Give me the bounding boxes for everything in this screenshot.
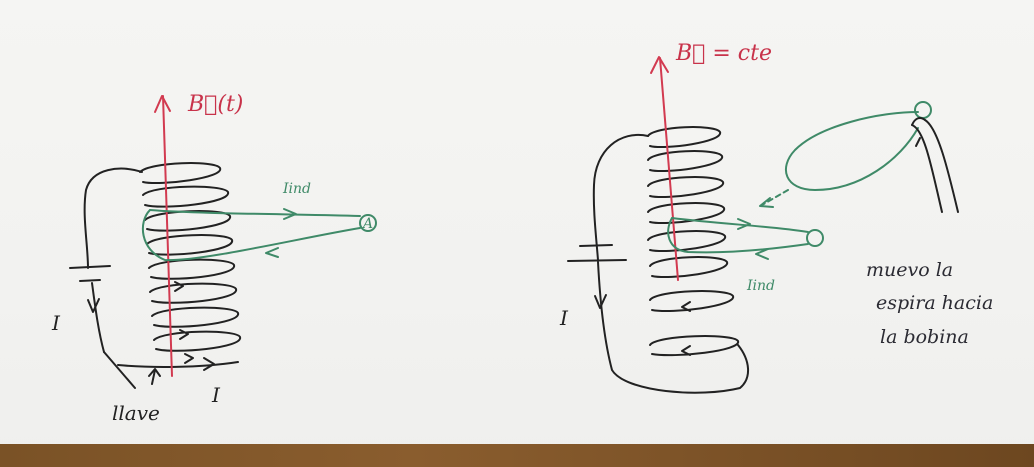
left-solenoid-coil: [139, 162, 241, 364]
table-edge: [0, 444, 1034, 467]
left-field-axis: [154, 95, 173, 377]
note-line-3: la bobina: [880, 326, 969, 348]
right-circuit-wire: [567, 133, 749, 394]
left-current-label-bottom: I: [211, 383, 221, 407]
note-line-1: muevo la: [866, 259, 953, 281]
handwritten-note: muevo la espira hacia la bobina: [866, 259, 993, 348]
note-line-2: espira hacia: [876, 292, 993, 314]
left-current-label-battery: I: [51, 311, 61, 335]
left-circuit-wire: [69, 167, 239, 389]
right-current-label-battery: I: [559, 306, 569, 330]
left-induced-current-label: Iind: [282, 181, 311, 197]
right-induced-current-label: Iind: [746, 278, 775, 294]
ammeter-symbol-right: [806, 229, 824, 247]
left-figure: [69, 95, 377, 389]
right-solenoid-coil: [647, 126, 739, 357]
right-field-label: B⃗ = cte: [675, 41, 772, 66]
ammeter-symbol: [359, 214, 377, 232]
left-field-label: B⃗(t): [187, 92, 243, 117]
switch-label: llave: [112, 401, 160, 425]
left-induced-loop: [142, 208, 377, 262]
right-induced-loop: [667, 217, 824, 260]
right-field-axis: [650, 56, 679, 281]
right-figure: [567, 56, 959, 394]
moving-loop: [759, 101, 959, 213]
ammeter-label: A: [361, 216, 373, 232]
